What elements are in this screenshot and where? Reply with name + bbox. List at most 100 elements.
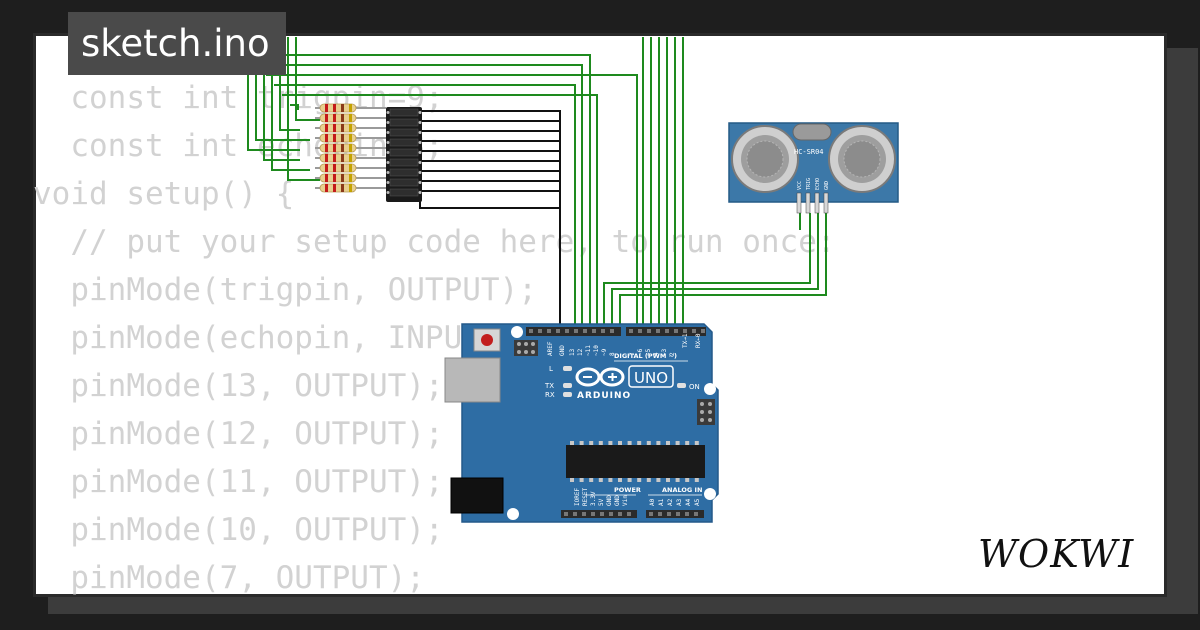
code-line: pinMode(13, OUTPUT); (33, 368, 444, 404)
resistor[interactable] (315, 133, 386, 143)
power-header (561, 510, 637, 518)
arduino-logo-icon (575, 367, 625, 387)
power-pin-label: GND (614, 495, 621, 506)
wire-green (271, 37, 310, 171)
resistor[interactable] (315, 153, 386, 163)
power-pin-label: RESET (582, 488, 589, 506)
mount-hole (511, 326, 523, 338)
wire-green (282, 94, 598, 330)
digital-label: DIGITAL (PWM ~) (614, 352, 677, 360)
icsp-header-small (514, 340, 538, 356)
led-segment (389, 138, 419, 147)
code-line: // put your setup code here, to run once… (33, 224, 836, 260)
led-rx (563, 392, 572, 397)
power-pin-label: GND (606, 495, 613, 506)
wire-green (290, 104, 299, 110)
code-line: pinMode(10, OUTPUT); (33, 512, 444, 548)
header-pin-label: ~3 (661, 348, 668, 356)
led-l (563, 366, 572, 371)
header-pin-label: AREF (547, 341, 554, 356)
transducer-right (828, 125, 896, 193)
power-pin-label: Vin (622, 495, 629, 506)
led-segment (389, 108, 419, 117)
power-jack (450, 477, 504, 514)
resistor[interactable] (315, 173, 386, 183)
usb-port (444, 357, 501, 403)
wire-green (266, 74, 638, 330)
analog-label: ANALOG IN (662, 486, 702, 494)
power-pin-label: 3.3V (590, 491, 597, 506)
project-title: sketch.ino (68, 12, 286, 75)
transducer-left (731, 125, 799, 193)
black-wires (419, 110, 561, 330)
wire-green (258, 64, 583, 330)
reset-button[interactable] (473, 328, 501, 352)
code-line: void setup() { (33, 176, 295, 212)
analog-pin-label: A4 (685, 498, 692, 506)
header-pin-label: 4 (653, 352, 660, 356)
resistor-array (315, 103, 386, 193)
wire-black (420, 110, 561, 330)
power-label: POWER (614, 486, 641, 494)
mount-hole (704, 488, 716, 500)
resistor[interactable] (315, 183, 386, 193)
led-segment (389, 158, 419, 167)
resistor[interactable] (315, 143, 386, 153)
atmega-chip (566, 441, 705, 482)
wokwi-logo: WOKWI (978, 532, 1134, 576)
wire-green (619, 213, 827, 330)
code-line: pinMode(7, OUTPUT); (33, 560, 425, 596)
code-line: pinMode(11, OUTPUT); (33, 464, 444, 500)
header-pin-label: GND (559, 345, 566, 356)
wire-green (611, 213, 819, 330)
header-pin-label: ~11 (585, 345, 592, 356)
led-l-label: L (549, 365, 553, 373)
led-segment (389, 178, 419, 187)
resistor[interactable] (315, 113, 386, 123)
digital-header-left (526, 327, 621, 336)
rx0-label: RX←0 (695, 333, 702, 348)
resistor[interactable] (315, 123, 386, 133)
icsp-header (697, 399, 715, 425)
sensor-pin-label: GND (824, 181, 830, 190)
code-line: pinMode(12, OUTPUT); (33, 416, 444, 452)
led-segment (389, 168, 419, 177)
wire-green (603, 213, 811, 330)
mount-hole (704, 383, 716, 395)
board-brand: ARDUINO (577, 391, 631, 401)
tx1-label: TX→1 (682, 333, 689, 348)
header-pin-label: ~9 (601, 348, 608, 356)
wire-green (250, 54, 591, 330)
analog-pin-label: A1 (658, 498, 665, 506)
led-segment (389, 118, 419, 127)
header-pin-label: 12 (577, 348, 584, 356)
board-model: UNO (634, 369, 668, 387)
mount-hole (507, 508, 519, 520)
resistor[interactable] (315, 163, 386, 173)
power-pin-label: IOREF (574, 488, 581, 506)
resistor[interactable] (315, 103, 386, 113)
analog-pin-label: A2 (667, 498, 674, 506)
brand-name: WOKWI (978, 532, 1134, 576)
led-segment (389, 128, 419, 137)
header-pin-label: 8 (609, 352, 616, 356)
code-line: pinMode(trigpin, OUTPUT); (33, 272, 537, 308)
led-bar-graph[interactable] (386, 107, 422, 202)
wire-green (274, 84, 576, 330)
wire-black (419, 200, 560, 209)
power-pin-label: 5V (598, 498, 605, 506)
led-segment (389, 188, 419, 197)
sensor-pin-label: VCC (797, 181, 803, 190)
sensor-pins (796, 192, 829, 214)
sensor-model-label: HC-SR04 (794, 148, 824, 156)
led-rx-label: RX (545, 391, 555, 399)
sensor-pin-label: ECHO (815, 178, 821, 190)
led-on (677, 383, 686, 388)
analog-header (646, 510, 704, 518)
led-tx (563, 383, 572, 388)
sensor-pin-label: TRIG (806, 178, 812, 190)
header-pin-label: 2 (669, 352, 676, 356)
